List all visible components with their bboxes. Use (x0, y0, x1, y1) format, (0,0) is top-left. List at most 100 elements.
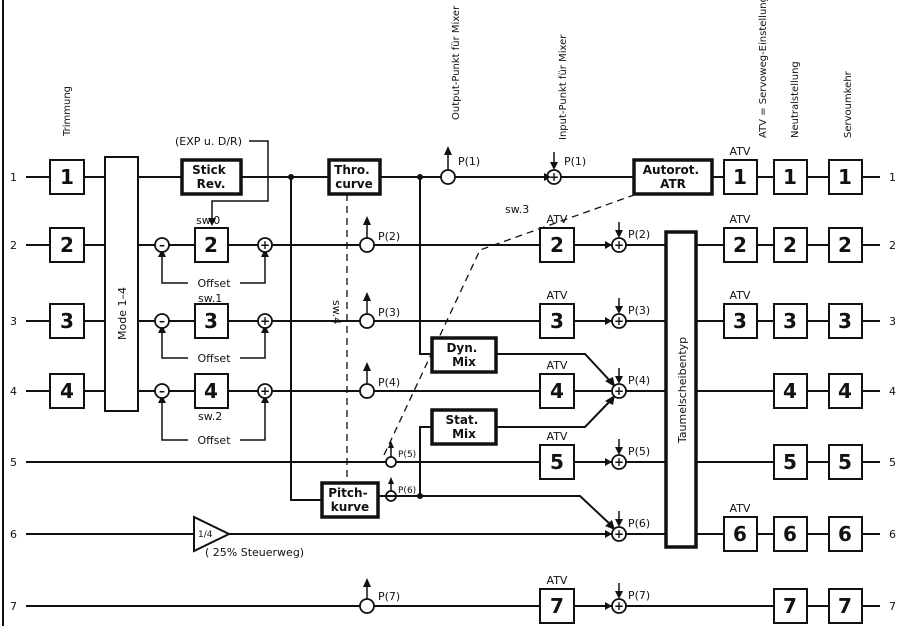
autorot-label: Autorot. ATR (643, 163, 703, 191)
expo-box-label: 2 (204, 233, 218, 257)
neutral-box-label: 6 (783, 522, 797, 546)
p-label: P(1) (458, 155, 480, 168)
p-label: P(1) (564, 155, 586, 168)
exp-arrow-line (211, 140, 269, 222)
expo-box-label: 3 (204, 309, 218, 333)
p-label: P(2) (628, 228, 650, 241)
stat-to-ch4 (496, 398, 613, 428)
dyn-mix-box (430, 336, 498, 374)
switch-label-sw3: sw.3 (505, 203, 529, 216)
channel-label-right: 5 (889, 456, 896, 469)
atv-box-label: 1 (733, 165, 747, 189)
p-label: P(4) (628, 374, 650, 387)
expo-box-label: 4 (204, 379, 218, 403)
header-servo: Servoumkehr (843, 70, 854, 138)
output-points (359, 146, 456, 614)
steuerweg-label: ( 25% Steuerweg) (205, 546, 304, 559)
atv-label: ATV (547, 359, 568, 372)
switch-label-sw1: sw.1 (198, 292, 222, 305)
p-label: P(7) (378, 590, 400, 603)
mode-label: Mode 1–4 (116, 287, 129, 340)
dyn-mix-feed (419, 177, 432, 355)
p-label: P(5) (398, 450, 416, 460)
p-label: P(2) (378, 230, 400, 243)
pitch-curve-label: Pitch- kurve (328, 486, 371, 514)
atv-right-boxes (723, 159, 758, 552)
dyn-to-ch4 (496, 353, 613, 384)
channel-label-left: 3 (10, 315, 17, 328)
atv-box-label: 4 (550, 379, 564, 403)
p-label: P(6) (398, 486, 416, 496)
channel-label-right: 4 (889, 385, 896, 398)
switch-label-sw0: sw.0 (196, 214, 220, 227)
throttle-curve-box (327, 158, 382, 196)
stat-mix-feed (419, 426, 432, 496)
trim-box-label: 1 (60, 165, 74, 189)
atv-label: ATV (730, 145, 751, 158)
plus-sign: + (614, 238, 624, 252)
servo-box-label: 5 (838, 450, 852, 474)
atv-label: ATV (547, 213, 568, 226)
atv-label: ATV (547, 430, 568, 443)
neutral-box-label: 7 (783, 594, 797, 618)
arrowhead (605, 377, 615, 387)
plus-sign: + (260, 384, 270, 398)
channel-label-left: 1 (10, 171, 17, 184)
expo-boxes (194, 227, 229, 409)
minus-sign: – (159, 384, 165, 398)
servo-box-label: 4 (838, 379, 852, 403)
atv-box-label: 2 (733, 233, 747, 257)
neutral-box-label: 4 (783, 379, 797, 403)
minus-circles (154, 237, 170, 399)
servo-box-label: 7 (838, 594, 852, 618)
header-neutral: Neutralstellung (790, 61, 801, 138)
plus-sign: + (614, 384, 624, 398)
plus-circles (257, 237, 273, 399)
quarter-triangle (193, 515, 232, 553)
switch-label-sw2: sw.2 (198, 410, 222, 423)
switch-label-sw4: sw.4 (330, 300, 343, 324)
plus-sign: + (260, 314, 270, 328)
minus-sign: – (159, 238, 165, 252)
channel-label-right: 1 (889, 171, 896, 184)
channel-label-left: 4 (10, 385, 17, 398)
atv-box-label: 6 (733, 522, 747, 546)
stat-mix-box (430, 408, 498, 446)
neutral-box-label: 1 (783, 165, 797, 189)
atv-label: ATV (730, 289, 751, 302)
taumelscheibentyp-box (664, 230, 698, 549)
sw3-dashed-line (383, 194, 635, 456)
trim-box-label: 2 (60, 233, 74, 257)
neutral-box-label: 2 (783, 233, 797, 257)
atv-mid-boxes (539, 227, 575, 624)
p-label: P(3) (628, 304, 650, 317)
stat-mix-label: Stat. Mix (446, 413, 483, 441)
offset-label: Offset (197, 277, 231, 290)
exp-label: (EXP u. D/R) (175, 135, 242, 148)
autorot-box (632, 158, 714, 196)
neutral-box-label: 5 (783, 450, 797, 474)
atv-box-label: 7 (550, 594, 564, 618)
pitch-feed-line (290, 177, 322, 501)
channel-label-left: 7 (10, 600, 17, 613)
plus-sign: + (614, 455, 624, 469)
atv-box-label: 5 (550, 450, 564, 474)
neutral-box-label: 3 (783, 309, 797, 333)
channel-label-right: 2 (889, 239, 896, 252)
plus-sign: + (614, 314, 624, 328)
pitch-to-ch6 (420, 495, 613, 527)
throttle-curve-label: Thro. curve (334, 163, 374, 191)
header-output-punkt: Output-Punkt für Mixer (451, 5, 462, 120)
servo-boxes (828, 159, 863, 624)
atv-label: ATV (730, 213, 751, 226)
atv-label: ATV (730, 502, 751, 515)
atv-box-label: 3 (733, 309, 747, 333)
servo-box-label: 1 (838, 165, 852, 189)
dyn-mix-label: Dyn. Mix (446, 341, 481, 369)
minus-sign: – (159, 314, 165, 328)
channel-label-right: 3 (889, 315, 896, 328)
trim-box-label: 4 (60, 379, 74, 403)
servo-box-label: 2 (838, 233, 852, 257)
trim-boxes (49, 159, 85, 409)
